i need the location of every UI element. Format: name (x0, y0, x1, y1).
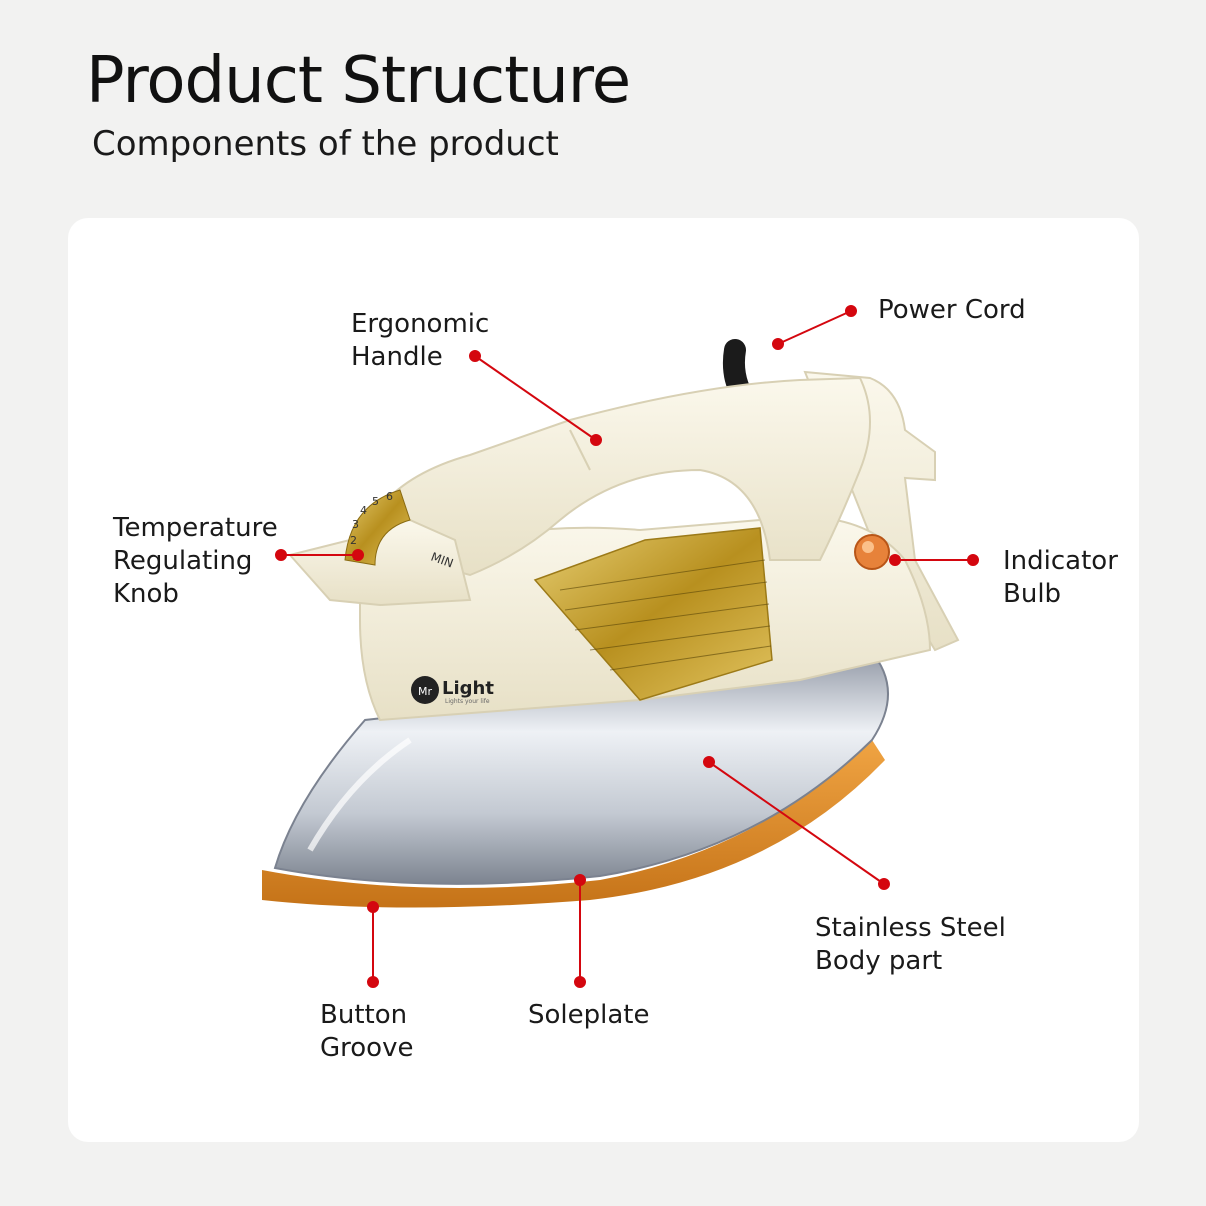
page-subtitle: Components of the product (92, 124, 559, 164)
svg-text:Mr: Mr (418, 685, 432, 698)
soleplate-shape (262, 740, 885, 908)
brand-text: Light (442, 678, 494, 699)
svg-text:6: 6 (386, 490, 393, 503)
pointer-dot-groove (367, 976, 379, 988)
callout-soleplate: Soleplate (528, 1000, 650, 1030)
stainless-body-shape (273, 648, 889, 885)
pointer-dot-bulb (967, 554, 979, 566)
pointer-dot-steel (878, 878, 890, 890)
svg-text:3: 3 (352, 518, 359, 531)
pointer-dot-handle (469, 350, 481, 362)
brand-logo-icon (411, 676, 439, 704)
indicator-bulb-shape (854, 534, 890, 570)
callout-power-cord: Power Cord (878, 295, 1026, 325)
gold-label-plate (533, 527, 773, 701)
brand-tagline: Lights your life (445, 698, 490, 705)
svg-text:4: 4 (360, 504, 367, 517)
pointer-dot-soleplate (574, 976, 586, 988)
handle-shape (358, 376, 871, 577)
svg-text:5: 5 (372, 495, 379, 508)
pointer-dot-cord (845, 305, 857, 317)
pointer-dot-knob (275, 549, 287, 561)
page-title: Product Structure (86, 44, 631, 118)
svg-text:2: 2 (350, 534, 357, 547)
temperature-dial (344, 489, 411, 566)
